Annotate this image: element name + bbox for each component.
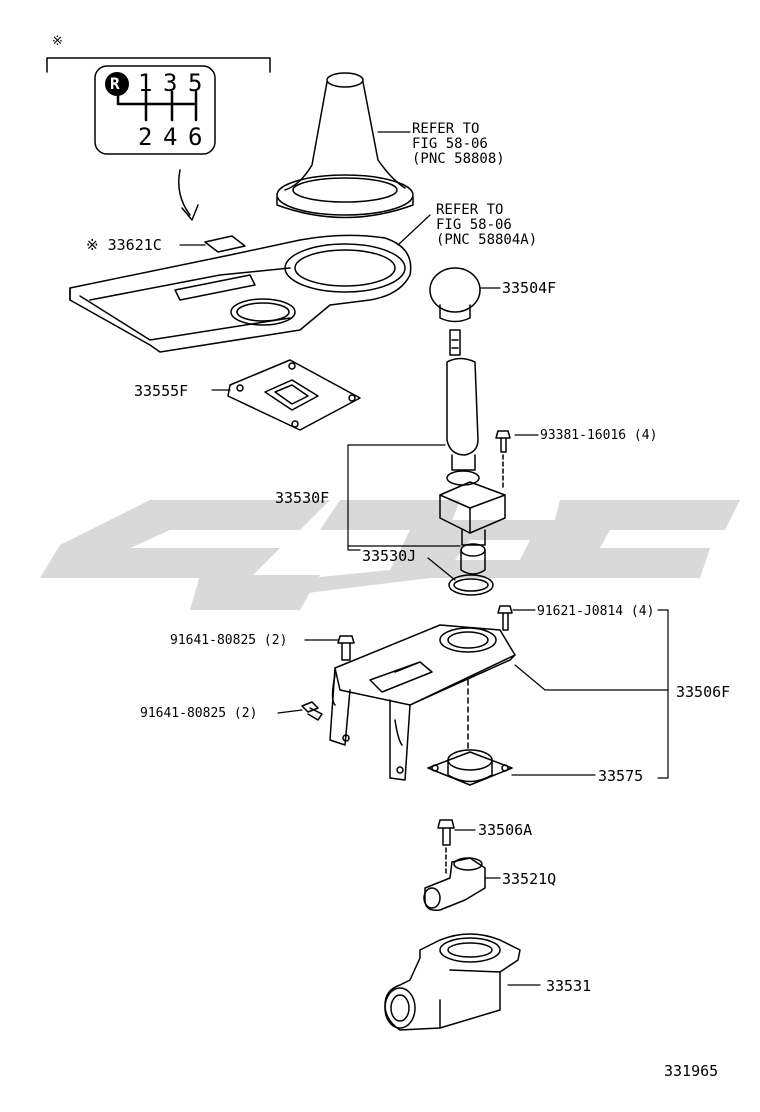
o-ring (448, 574, 494, 596)
pattern-arrow (178, 169, 199, 221)
part-label-33506a: 33506A (478, 821, 533, 839)
shift-pattern-plate (94, 65, 216, 155)
shift-lever-arm (423, 857, 486, 912)
gear-4: 4 (163, 123, 178, 151)
gear-5: 5 (188, 69, 203, 97)
shift-boot (276, 72, 414, 219)
reference-note-console: REFER TO FIG 58-06 (PNC 58804A) (436, 202, 538, 248)
reverse-label: R (110, 74, 120, 93)
part-label-33621c: ※ 33621C (86, 236, 162, 254)
gear-3: 3 (163, 69, 178, 97)
reverse-marker (105, 72, 129, 96)
lever-seat (427, 749, 513, 786)
bolt-91641-top (337, 635, 355, 661)
shift-knob (429, 267, 481, 323)
note-mark: ※ (52, 34, 63, 49)
bolt-33506a (437, 819, 455, 876)
part-label-33504f: 33504F (502, 279, 557, 297)
bolt-93381 (495, 430, 511, 491)
part-label-33531: 33531 (546, 977, 592, 995)
gear-1: 1 (138, 69, 153, 97)
part-label-93381: 93381-16016 (4) (540, 428, 658, 443)
part-label-91621: 91621-J0814 (4) (537, 604, 655, 619)
pattern-bracket (46, 57, 271, 73)
console-panel (69, 234, 412, 353)
part-label-33575: 33575 (598, 767, 644, 785)
figure-number: 331965 (664, 1062, 719, 1080)
gasket-plate (227, 359, 361, 431)
gear-6: 6 (188, 123, 203, 151)
part-label-33530f: 33530F (275, 489, 330, 507)
gear-2: 2 (138, 123, 153, 151)
part-label-33506f: 33506F (676, 683, 731, 701)
part-label-33521q: 33521Q (502, 870, 557, 888)
part-label-33555f: 33555F (134, 382, 189, 400)
leader-lines (179, 131, 669, 986)
shift-lever (439, 329, 506, 575)
part-label-91641-side: 91641-80825 (2) (140, 706, 258, 721)
watermark-logo (40, 500, 740, 610)
bolt-91621 (497, 605, 513, 631)
shift-pattern-lines (116, 90, 198, 122)
part-label-33530j: 33530J (362, 547, 417, 565)
shift-bracket (329, 624, 516, 781)
shift-housing (384, 933, 521, 1031)
part-label-91641-top: 91641-80825 (2) (170, 633, 288, 648)
reference-note-boot: REFER TO FIG 58-06 (PNC 58808) (412, 121, 505, 167)
bolt-91641-side (301, 701, 323, 721)
label-plate (204, 235, 246, 253)
